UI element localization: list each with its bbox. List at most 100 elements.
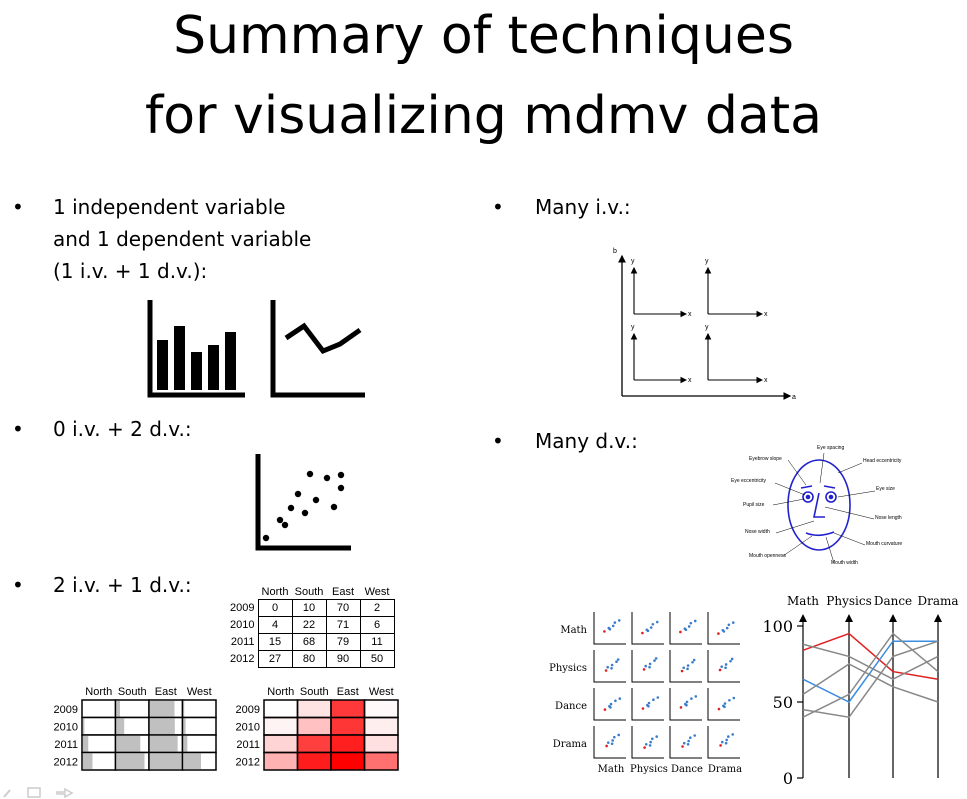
scatter-point [610,663,614,667]
scatter-point [615,660,618,663]
column-header: East [155,686,177,698]
axis-label-x: x [764,377,768,384]
column-header: West [369,686,394,698]
column-label: Physics [630,764,668,775]
table-cell: 70 [325,599,361,617]
column-label: Drama [708,764,742,775]
scatter-point [609,706,612,709]
scatter-point [693,734,696,737]
table-cell: 0 [257,599,293,617]
cell-axes [669,688,702,721]
cell-bar [116,753,145,769]
bullet-many-dv: Many d.v.: [535,429,638,453]
scatter-point [643,746,646,749]
cell-axes [631,688,664,721]
scatter-point [617,619,621,622]
polyline-series [802,632,939,680]
scatter-point [648,662,652,666]
cell-axes [631,650,664,683]
scatter-point [727,623,731,627]
scatter-point [682,666,685,670]
row-header: 2009 [54,704,78,716]
bullet-1iv-1dv: 1 independent variable and 1 dependent v… [53,191,311,287]
scatter-point [718,668,722,672]
scatter-point [641,631,644,635]
table-cell: 68 [291,633,327,651]
scatter-point [723,702,727,705]
scatter-icon [255,454,351,551]
face-label-eye-eccentricity: Eye eccentricity [731,478,767,484]
scatter-point [694,695,698,698]
scatter-point [655,735,658,738]
face-label-head-eccentricity: Head eccentricity [863,458,902,464]
table-cell: 80 [291,650,327,668]
scatter-point [610,742,614,746]
scatter-point [727,735,730,738]
scatter-point [690,697,693,700]
scatter-point [649,740,652,744]
column-header: West [364,585,390,598]
table-row: 2011 15 68 79 11 [228,633,395,651]
scatter-point [644,743,648,746]
cell-bar [150,718,175,734]
table-header-row: North South East West [228,584,394,600]
scatter-point [656,696,660,699]
table-cell [181,699,217,719]
many-iv-axes [618,254,792,400]
scatter-point [685,703,688,707]
column-label: Math [598,764,625,775]
cell-axes [631,612,664,645]
axis-label-y: y [631,324,635,331]
cell-axes [593,726,626,759]
heat-cell [263,716,299,736]
scatter-point [731,733,734,736]
table-cell [114,699,150,719]
bar-chart-icon [147,300,245,398]
slide-nav-icons[interactable] [2,784,82,799]
scatter-point [684,628,688,632]
many-iv-diagram: b a y y y y x x x x [610,248,800,403]
scatter-point [729,659,732,663]
face-label-mouth-openness: Mouth openness [749,553,786,559]
heat-cell [330,734,366,754]
title-line-1: Summary of techniques [173,6,794,66]
scatter-point [686,667,689,671]
scatter-point [682,741,686,745]
heat-cell [330,751,366,771]
scatter-point [606,665,609,669]
scatter-point [652,698,655,701]
scatter-point [724,741,728,745]
axis-label-b: b [613,248,617,255]
scatter-point [642,668,646,671]
scatter-point [616,658,620,661]
scatter-point [609,702,613,706]
axis-label-y: y [705,258,709,265]
scatter-point [679,630,682,634]
cell-axes [707,688,740,721]
scatter-point [685,700,689,704]
axis-label-x: x [688,311,692,318]
cell-bar [83,718,85,734]
cell-bar [183,701,185,717]
scatter-point [604,669,608,672]
cell-bar [83,736,89,752]
table-cell: 10 [291,599,327,617]
scatter-point [725,738,728,742]
cell-axes [593,688,626,721]
heat-cell [330,699,366,719]
heat-cell [363,751,399,771]
cell-bar [150,753,182,769]
scatter-point [686,664,690,667]
row-header: 2011 [54,739,78,751]
table-cell: 90 [325,650,361,668]
scatter-point [725,626,729,630]
bullet-dot: • [492,429,504,453]
axis-arrow [845,614,853,622]
scatter-point [611,739,614,742]
scatter-point [719,744,722,747]
axis-label: Dance [874,594,912,608]
bullet-0iv-2dv: 0 i.v. + 2 d.v.: [53,417,192,441]
row-header: 2012 [230,653,255,665]
scatter-point [606,741,610,744]
